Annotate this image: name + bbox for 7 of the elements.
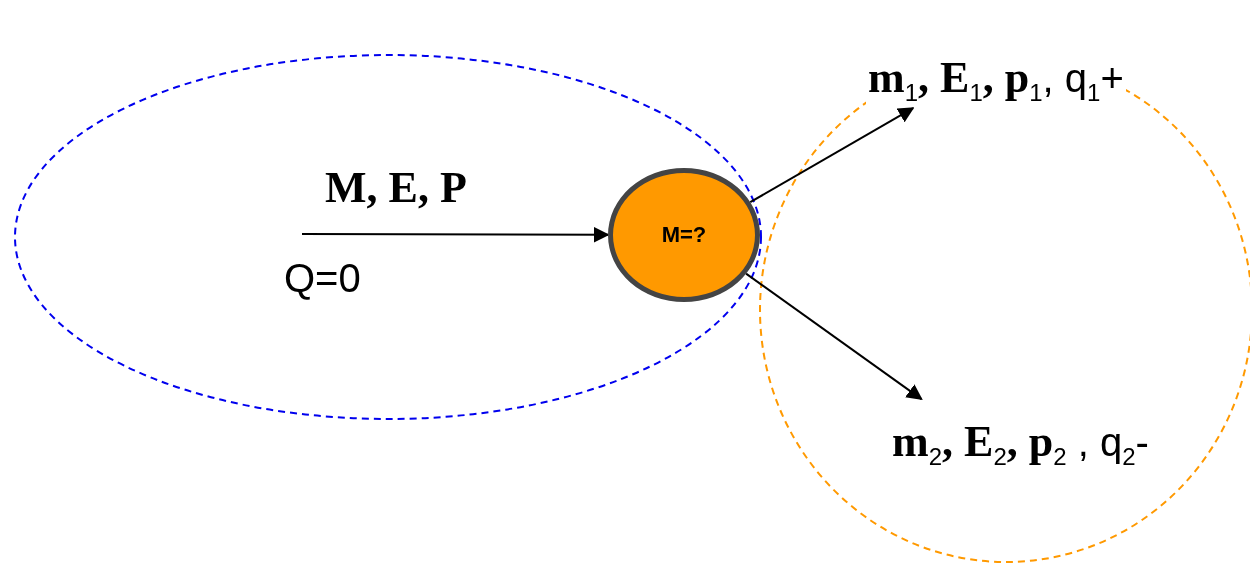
arrow bbox=[745, 272, 923, 401]
particle-label: M=? bbox=[661, 222, 707, 248]
particle-properties: m$_{1}$, E$_{1}$, p$_{1}$, q$_{1}$+ bbox=[866, 56, 1126, 105]
arrow bbox=[301, 226, 610, 243]
charge-label: Q=0 bbox=[284, 258, 361, 298]
arrow bbox=[749, 107, 915, 204]
particle-properties: M, E, P bbox=[325, 166, 467, 210]
